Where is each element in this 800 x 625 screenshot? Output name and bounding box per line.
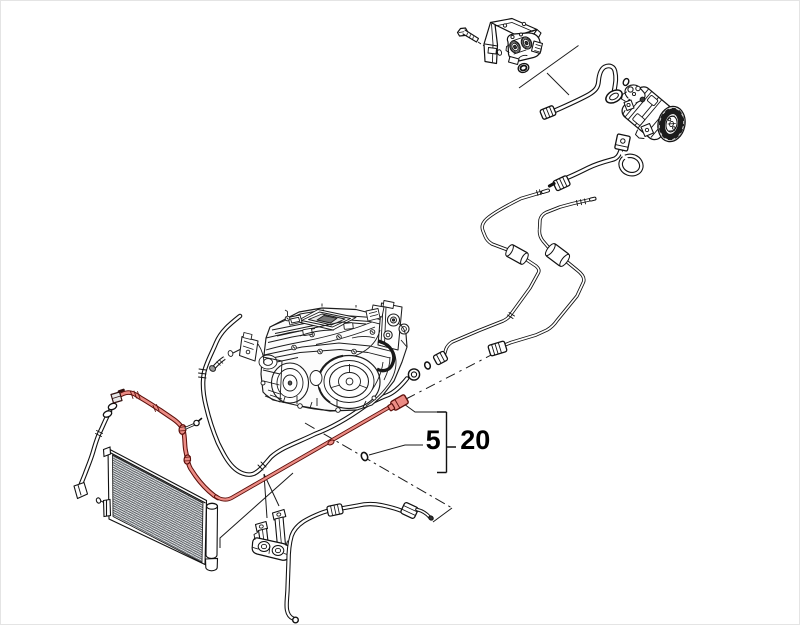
svg-text:5: 5	[426, 425, 441, 455]
svg-text:20: 20	[460, 425, 490, 455]
